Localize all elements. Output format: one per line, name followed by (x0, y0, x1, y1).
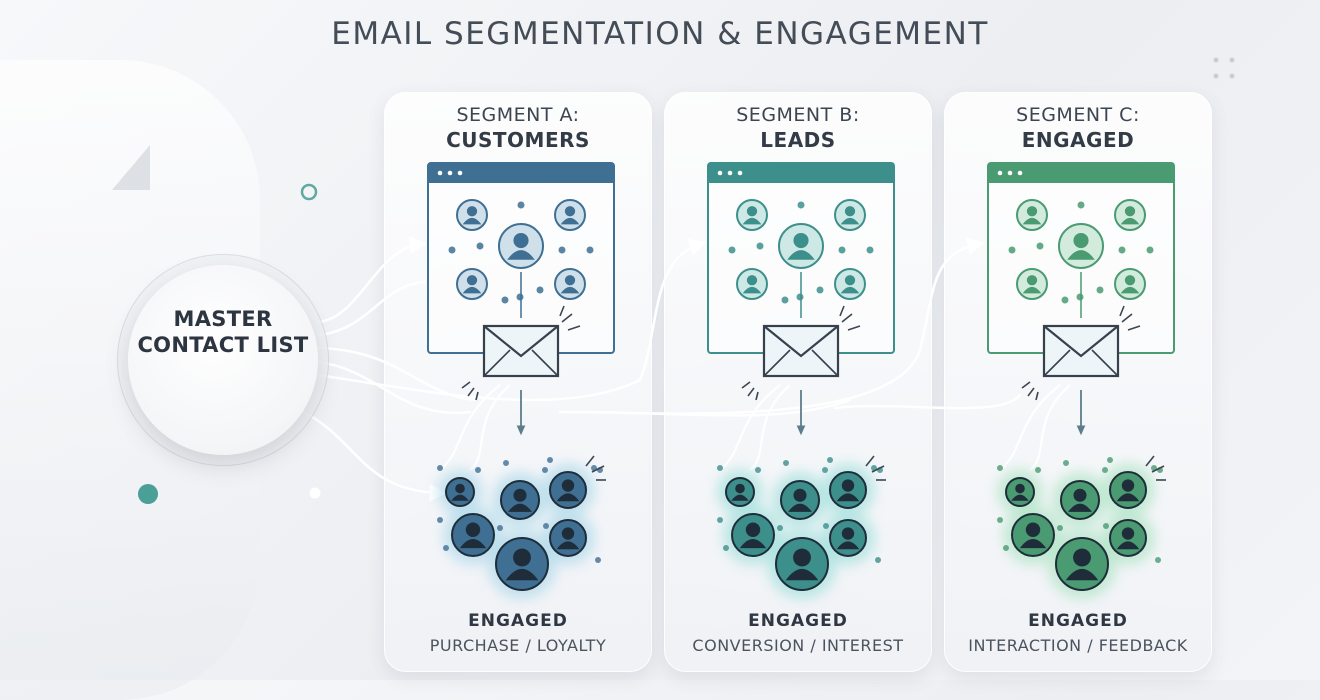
engaged-contact-icon (775, 537, 829, 591)
contact-avatar-icon (554, 199, 586, 231)
segment-b-title: SEGMENT B: (736, 104, 860, 126)
engaged-contact-icon (1055, 537, 1109, 591)
contact-avatar-icon (834, 268, 866, 300)
contact-avatar-icon (1016, 199, 1048, 231)
contact-avatar-icon (834, 199, 866, 231)
segment-b-graphic (707, 162, 895, 599)
contact-avatar-icon (456, 268, 488, 300)
engaged-contact-icon (829, 471, 867, 509)
segment-c-engaged-cluster (997, 455, 1166, 599)
segment-a-title: SEGMENT A: (456, 104, 580, 126)
flow-lines (298, 236, 1022, 502)
engaged-contact-icon (500, 480, 540, 520)
segment-b-engaged-subtitle: CONVERSION / INTEREST (692, 636, 904, 655)
contact-avatar-icon (456, 199, 488, 231)
master-contact-list-label: MASTER CONTACT LIST (137, 307, 309, 357)
segment-a-graphic (427, 162, 615, 599)
contact-avatar-icon (1058, 223, 1104, 269)
segment-c-engaged-label: ENGAGED (1028, 611, 1128, 631)
segment-b-engaged-cluster (717, 455, 886, 599)
segment-a-window-titlebar (428, 163, 614, 183)
contact-avatar-icon (736, 268, 768, 300)
contact-avatar-icon (554, 268, 586, 300)
engaged-contact-icon (1109, 519, 1147, 557)
engaged-contact-icon (451, 513, 495, 557)
segment-b-window-titlebar (708, 163, 894, 183)
engaged-contact-icon (725, 477, 755, 507)
engaged-contact-icon (549, 471, 587, 509)
engaged-contact-icon (1011, 513, 1055, 557)
contact-avatar-icon (498, 223, 544, 269)
master-contact-list-circle[interactable] (128, 265, 318, 455)
segment-c-window-titlebar (988, 163, 1174, 183)
segment-b-name: LEADS (760, 128, 836, 152)
engaged-contact-icon (1109, 471, 1147, 509)
engaged-contact-icon (780, 480, 820, 520)
engaged-contact-icon (445, 477, 475, 507)
contact-avatar-icon (1114, 199, 1146, 231)
contact-avatar-icon (1016, 268, 1048, 300)
contact-avatar-icon (1114, 268, 1146, 300)
page-title: EMAIL SEGMENTATION & ENGAGEMENT (331, 16, 989, 52)
segment-a-engaged-cluster (437, 455, 606, 599)
engaged-contact-icon (731, 513, 775, 557)
envelope-icon (1042, 324, 1120, 378)
segment-a-engaged-subtitle: PURCHASE / LOYALTY (429, 636, 607, 655)
engaged-contact-icon (1060, 480, 1100, 520)
segment-c-name: ENGAGED (1021, 128, 1135, 152)
envelope-icon (482, 324, 560, 378)
engaged-contact-icon (549, 519, 587, 557)
contact-avatar-icon (736, 199, 768, 231)
engaged-contact-icon (829, 519, 867, 557)
decorative-marks (112, 57, 1235, 504)
segment-a-name: CUSTOMERS (446, 128, 590, 152)
segment-c-graphic (987, 162, 1175, 599)
segment-b-engaged-label: ENGAGED (748, 611, 848, 631)
engaged-contact-icon (1005, 477, 1035, 507)
engaged-contact-icon (495, 537, 549, 591)
envelope-icon (762, 324, 840, 378)
segment-a-engaged-label: ENGAGED (468, 611, 568, 631)
contact-avatar-icon (778, 223, 824, 269)
segment-c-engaged-subtitle: INTERACTION / FEEDBACK (968, 636, 1188, 655)
segment-c-title: SEGMENT C: (1016, 104, 1140, 126)
diagram-canvas (112, 57, 1235, 599)
